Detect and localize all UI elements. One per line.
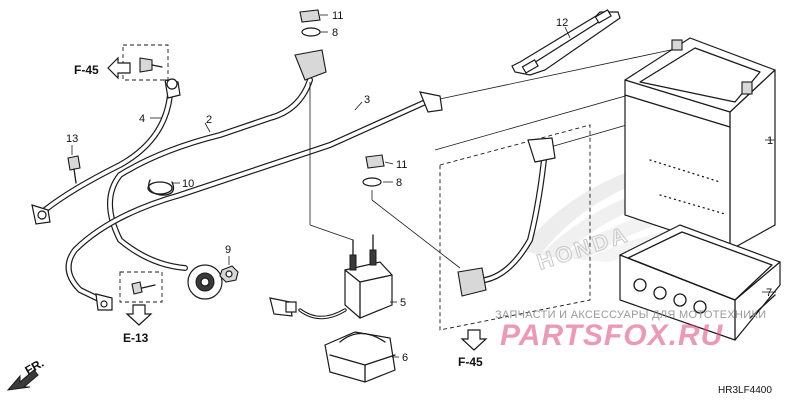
e13-bolt-box [119,271,163,303]
ref-label-e13: E-13 [123,331,149,345]
battery-box [619,224,781,341]
callout-5: 5 [400,297,406,309]
relay-cover [324,331,396,383]
ref-label-f45-bottom: F-45 [458,355,483,369]
ref-label-f45-top: F-45 [74,63,99,77]
nut-9 [219,265,239,283]
battery [624,37,776,251]
callout-7: 7 [766,287,772,299]
front-arrow-icon [6,369,39,391]
relay-connector-wire [269,297,347,320]
ref-arrow-f45-bottom [460,329,488,351]
main-cable [107,49,327,300]
leader-lines [71,14,776,358]
callout-13: 13 [66,133,78,145]
battery-strap [511,9,621,76]
callout-9: 9 [225,244,231,256]
diagram-code: HR3LF4400 [718,385,772,396]
bolt-f45 [139,57,163,73]
ref-arrow-e13 [125,304,153,326]
ground-cable [31,78,181,225]
callout-4: 4 [139,113,145,125]
positive-cable [457,137,556,297]
nut-washer-top [299,9,321,37]
front-label: FR. [23,356,47,378]
nut-washer-mid [362,154,385,187]
starter-relay [344,234,393,319]
bolt-13 [67,155,81,184]
callout-3: 3 [364,94,370,106]
callout-11-top: 11 [332,10,343,22]
callout-1: 1 [767,135,773,147]
callout-8-mid: 8 [396,177,402,189]
bolt-e13 [131,281,156,295]
long-harness [65,91,443,311]
callout-11-mid: 11 [396,159,407,171]
shop-caption: ЗАПЧАСТИ И АКСЕССУАРЫ ДЛЯ МОТОТЕХНИКИ [495,309,766,321]
callout-10: 10 [182,178,194,190]
callout-8-top: 8 [332,27,338,39]
shop-logo: PARTSFOX.RU [500,319,724,352]
ref-arrow-f45-top [107,56,131,80]
cable-clamp [147,179,175,196]
callout-6: 6 [402,352,408,364]
callout-12: 12 [556,17,568,29]
callout-2: 2 [206,114,212,126]
